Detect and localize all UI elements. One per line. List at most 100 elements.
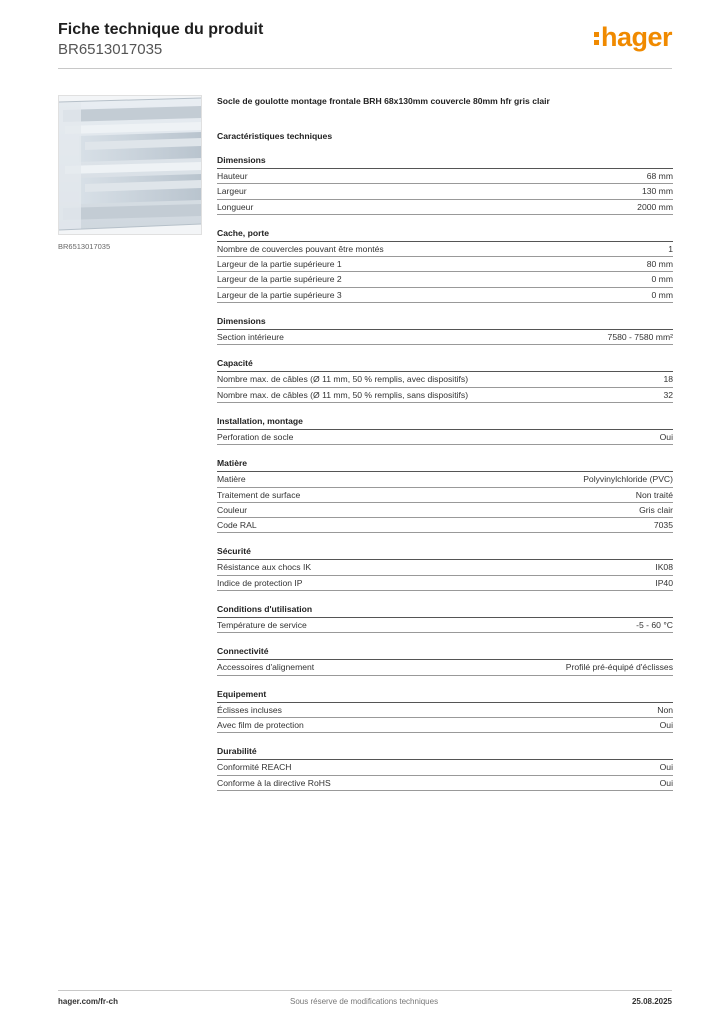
spec-label: Conforme à la directive RoHS bbox=[217, 777, 331, 788]
spec-value: 2000 mm bbox=[637, 201, 673, 212]
section-title: Connectivité bbox=[217, 646, 673, 661]
spec-label: Éclisses incluses bbox=[217, 704, 282, 715]
spec-value: 18 bbox=[663, 374, 673, 385]
document-title: Fiche technique du produit bbox=[58, 21, 264, 38]
footer-website: hager.com/fr-ch bbox=[58, 997, 119, 1006]
spec-value: 0 mm bbox=[651, 289, 673, 300]
spec-row: Largeur 130 mm bbox=[217, 184, 673, 200]
section-title: Durabilité bbox=[217, 746, 673, 761]
spec-label: Avec film de protection bbox=[217, 719, 304, 730]
spec-label: Couleur bbox=[217, 504, 248, 515]
product-name: Socle de goulotte montage frontale BRH 6… bbox=[217, 96, 550, 106]
technical-characteristics-title: Caractéristiques techniques bbox=[217, 131, 333, 141]
section-title: Matière bbox=[217, 458, 673, 473]
hager-logo: hager bbox=[593, 22, 673, 53]
spec-value: IK08 bbox=[655, 562, 673, 573]
spec-label: Indice de protection IP bbox=[217, 577, 303, 588]
spec-row: Traitement de surface Non traité bbox=[217, 488, 673, 503]
section-title: Installation, montage bbox=[217, 416, 673, 430]
spec-value: Polyvinylchloride (PVC) bbox=[583, 474, 673, 485]
spec-value: Gris clair bbox=[639, 504, 673, 515]
spec-label: Largeur bbox=[217, 186, 247, 197]
spec-value: Oui bbox=[659, 719, 673, 730]
spec-label: Perforation de socle bbox=[217, 431, 294, 442]
product-details: Socle de goulotte montage frontale BRH 6… bbox=[217, 95, 673, 791]
footer-divider bbox=[58, 990, 672, 991]
spec-row: Température de service -5 - 60 °C bbox=[217, 618, 673, 634]
spec-label: Accessoires d'alignement bbox=[217, 662, 315, 673]
spec-label: Température de service bbox=[217, 620, 307, 631]
spec-label: Conformité REACH bbox=[217, 762, 292, 773]
spec-row: Largeur de la partie supérieure 1 80 mm bbox=[217, 257, 673, 273]
spec-row: Indice de protection IP IP40 bbox=[217, 576, 673, 592]
section-title: Capacité bbox=[217, 358, 673, 373]
spec-value: -5 - 60 °C bbox=[636, 620, 673, 631]
spec-value: 32 bbox=[663, 389, 673, 400]
spec-value: Oui bbox=[659, 762, 673, 773]
spec-label: Nombre max. de câbles (Ø 11 mm, 50 % rem… bbox=[217, 389, 469, 400]
spec-value: Non bbox=[657, 704, 673, 715]
spec-row: Avec film de protection Oui bbox=[217, 718, 673, 734]
spec-row: Conforme à la directive RoHS Oui bbox=[217, 776, 673, 791]
spec-value: 7580 - 7580 mm² bbox=[607, 332, 673, 343]
spec-label: Nombre de couvercles pouvant être montés bbox=[217, 243, 384, 254]
spec-row: Nombre de couvercles pouvant être montés… bbox=[217, 242, 673, 258]
spec-row: Matière Polyvinylchloride (PVC) bbox=[217, 472, 673, 488]
spec-label: Largeur de la partie supérieure 3 bbox=[217, 289, 342, 300]
spec-value: Oui bbox=[659, 777, 673, 788]
spec-value: 80 mm bbox=[646, 259, 673, 270]
logo-text: hager bbox=[600, 22, 673, 52]
spec-label: Section intérieure bbox=[217, 332, 284, 343]
footer-notice: Sous réserve de modifications techniques bbox=[290, 997, 439, 1006]
spec-row: Code RAL 7035 bbox=[217, 518, 673, 534]
spec-label: Largeur de la partie supérieure 2 bbox=[217, 274, 342, 285]
product-reference: BR6513017035 bbox=[58, 41, 163, 58]
section-title: Dimensions bbox=[217, 316, 673, 331]
section-title: Equipement bbox=[217, 689, 673, 703]
logo-colon-icon bbox=[593, 28, 599, 46]
spec-label: Résistance aux chocs IK bbox=[217, 562, 312, 573]
section-title: Conditions d'utilisation bbox=[217, 604, 673, 619]
spec-value: Non traité bbox=[635, 489, 673, 500]
spec-value: IP40 bbox=[655, 577, 673, 588]
spec-label: Code RAL bbox=[217, 520, 257, 531]
spec-label: Nombre max. de câbles (Ø 11 mm, 50 % rem… bbox=[217, 374, 469, 385]
spec-row: Conformité REACH Oui bbox=[217, 760, 673, 776]
section-title: Cache, porte bbox=[217, 228, 673, 242]
spec-row: Largeur de la partie supérieure 2 0 mm bbox=[217, 272, 673, 288]
product-image bbox=[58, 95, 202, 235]
spec-value: 1 bbox=[668, 243, 673, 254]
spec-value: 130 mm bbox=[641, 186, 673, 197]
spec-row: Nombre max. de câbles (Ø 11 mm, 50 % rem… bbox=[217, 372, 673, 388]
spec-value: 7035 bbox=[653, 520, 673, 531]
spec-row: Couleur Gris clair bbox=[217, 503, 673, 519]
section-title: Dimensions bbox=[217, 155, 673, 169]
spec-label: Traitement de surface bbox=[217, 489, 301, 500]
spec-value: 68 mm bbox=[646, 171, 673, 181]
spec-value: Profilé pré-équipé d'éclisses bbox=[565, 662, 673, 673]
image-caption: BR6513017035 bbox=[58, 242, 111, 251]
spec-label: Largeur de la partie supérieure 1 bbox=[217, 259, 342, 270]
cable-trunking-illustration bbox=[59, 96, 201, 234]
spec-row: Largeur de la partie supérieure 3 0 mm bbox=[217, 288, 673, 304]
spec-value: Oui bbox=[659, 431, 673, 442]
spec-label: Matière bbox=[217, 474, 246, 485]
spec-row: Nombre max. de câbles (Ø 11 mm, 50 % rem… bbox=[217, 388, 673, 403]
spec-row: Résistance aux chocs IK IK08 bbox=[217, 560, 673, 576]
section-title: Sécurité bbox=[217, 546, 673, 561]
spec-row: Perforation de socle Oui bbox=[217, 430, 673, 446]
spec-value: 0 mm bbox=[651, 274, 673, 285]
